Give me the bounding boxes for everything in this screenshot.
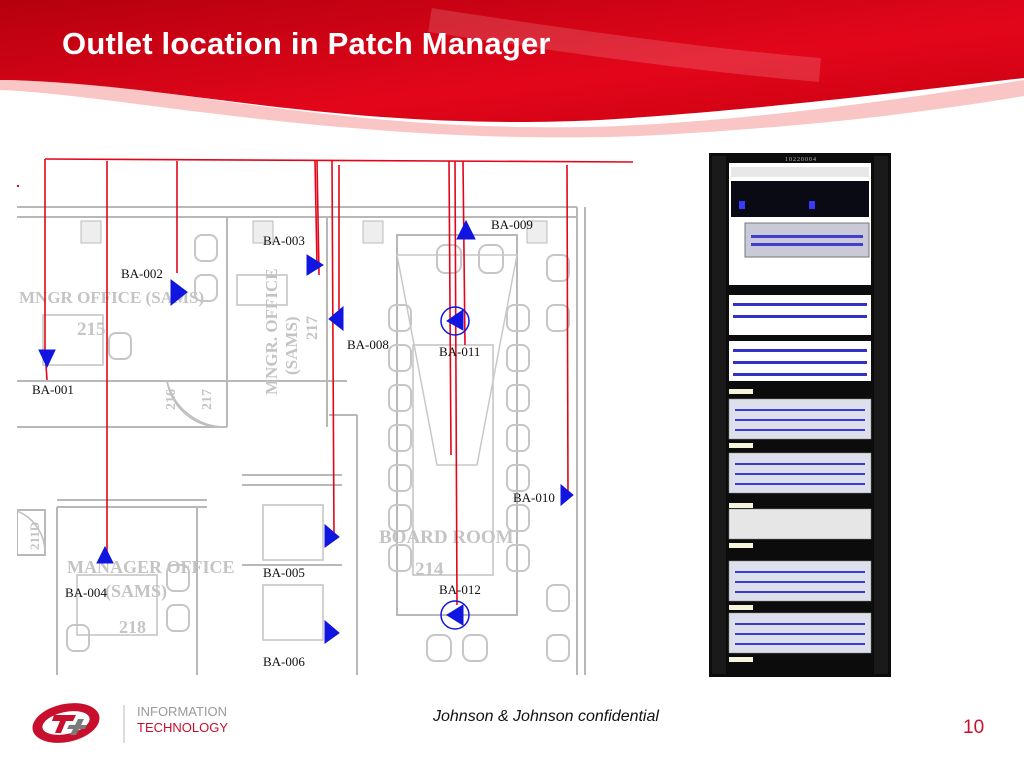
room-label-mngr-office-vertical: MNGR. OFFICE — [262, 268, 281, 395]
outlet-icon-ba-006[interactable] — [324, 619, 340, 644]
department-line-1: INFORMATION — [137, 704, 228, 719]
room-number-217: 217 — [200, 389, 215, 410]
header-banner — [0, 0, 1024, 138]
department-label: INFORMATION TECHNOLOGY — [137, 704, 228, 736]
outlet-label-ba-011: BA-011 — [439, 344, 480, 359]
outlet-icon-ba-001[interactable] — [38, 349, 56, 369]
rack-top-label: 10220004 — [785, 157, 817, 163]
room-number-211d: 211D — [27, 522, 42, 550]
outlet-icon-ba-011[interactable] — [446, 309, 464, 331]
outlet-icon-ba-008[interactable] — [328, 305, 344, 332]
room-number-217-vertical: 217 — [304, 316, 321, 340]
room-number-214: 214 — [415, 559, 444, 580]
room-number-215: 215 — [77, 319, 106, 340]
outlet-label-ba-012: BA-012 — [439, 582, 481, 597]
outlet-label-ba-010: BA-010 — [513, 490, 555, 505]
footer-confidential: Johnson & Johnson confidential — [433, 708, 659, 725]
outlet-label-ba-005: BA-005 — [263, 565, 305, 580]
outlet-label-ba-001: BA-001 — [32, 382, 74, 397]
outlet-icon-ba-012[interactable] — [446, 604, 464, 626]
patch-rack: 10220004 — [709, 153, 891, 677]
outlet-label-ba-004: BA-004 — [65, 585, 107, 600]
outlet-icon-ba-003[interactable] — [306, 254, 324, 276]
outlet-label-ba-003: BA-003 — [263, 233, 305, 248]
outlet-label-ba-009: BA-009 — [491, 217, 533, 232]
room-label-mngr-office-left: MNGR OFFICE (SAMS) — [19, 288, 204, 307]
outlet-icon-ba-010[interactable] — [560, 483, 574, 507]
outlet-icon-ba-004[interactable] — [96, 545, 114, 564]
page-number: 10 — [963, 717, 985, 738]
room-label-board-room: BOARD ROOM — [379, 527, 514, 548]
outlet-icon-ba-005[interactable] — [324, 523, 340, 548]
outlet-icon-ba-002[interactable] — [170, 279, 188, 307]
outlet-icon-ba-009[interactable] — [456, 219, 476, 240]
slide-title: Outlet location in Patch Manager — [62, 26, 551, 61]
room-number-216: 216 — [164, 389, 179, 410]
room-label-manager-office-sub: (SAMS) — [105, 581, 167, 602]
it-logo — [32, 703, 125, 743]
outlet-label-ba-002: BA-002 — [121, 266, 163, 281]
outlet-label-ba-006: BA-006 — [263, 654, 305, 669]
department-line-2: TECHNOLOGY — [137, 720, 229, 735]
room-label-manager-office: MANAGER OFFICE — [67, 557, 235, 577]
room-label-sams-vertical: (SAMS) — [282, 316, 301, 375]
room-number-218: 218 — [119, 617, 146, 637]
outlet-label-ba-008: BA-008 — [347, 337, 389, 352]
floor-plan: MNGR OFFICE (SAMS) 215 MNGR. OFFICE (SAM… — [17, 145, 637, 675]
